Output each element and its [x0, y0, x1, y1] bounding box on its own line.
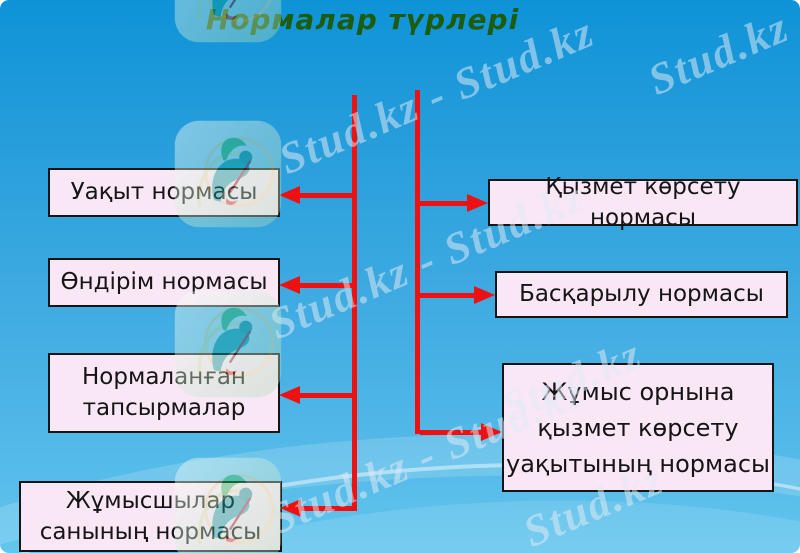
box-uaqyt-normasy: Уақыт нормасы: [48, 168, 280, 217]
arrowhead-right-1-icon: [467, 194, 488, 212]
branch-left-1: [296, 193, 357, 198]
box-zhumys-ornyna-qyzmet: Жұмыс орнына қызмет көрсету уақытының но…: [502, 363, 774, 492]
arrowhead-right-2-icon: [474, 286, 495, 304]
right-trunk-line: [415, 90, 420, 434]
arrowhead-left-2-icon: [279, 276, 300, 294]
box-normalangan-tapsyrmalar: Нормаланған тапсырмалар: [48, 353, 280, 433]
arrowhead-left-3-icon: [279, 386, 300, 404]
box-basqarylu-normasy: Басқарылу нормасы: [495, 271, 788, 318]
arrowhead-left-1-icon: [279, 186, 300, 204]
box-qyzmet-korsetu-normasy: Қызмет көрсету нормасы: [488, 174, 798, 231]
branch-left-2: [296, 283, 357, 288]
box-zhumysshylar-sany: Жұмысшылар санының нормасы: [19, 481, 282, 552]
branch-left-4: [297, 506, 357, 511]
box-ondirim-normasy: Өндірім нормасы: [48, 258, 280, 307]
watermark-text: Stud.kz: [641, 2, 797, 105]
left-trunk-line: [352, 95, 357, 511]
arrowhead-left-4-icon: [280, 499, 301, 517]
branch-right-2: [420, 293, 479, 298]
branch-right-1: [420, 201, 472, 206]
branch-right-3: [420, 430, 486, 435]
slide-title: Нормалар түрлері: [205, 3, 520, 36]
arrowhead-right-3-icon: [481, 423, 502, 441]
branch-left-3: [296, 393, 357, 398]
